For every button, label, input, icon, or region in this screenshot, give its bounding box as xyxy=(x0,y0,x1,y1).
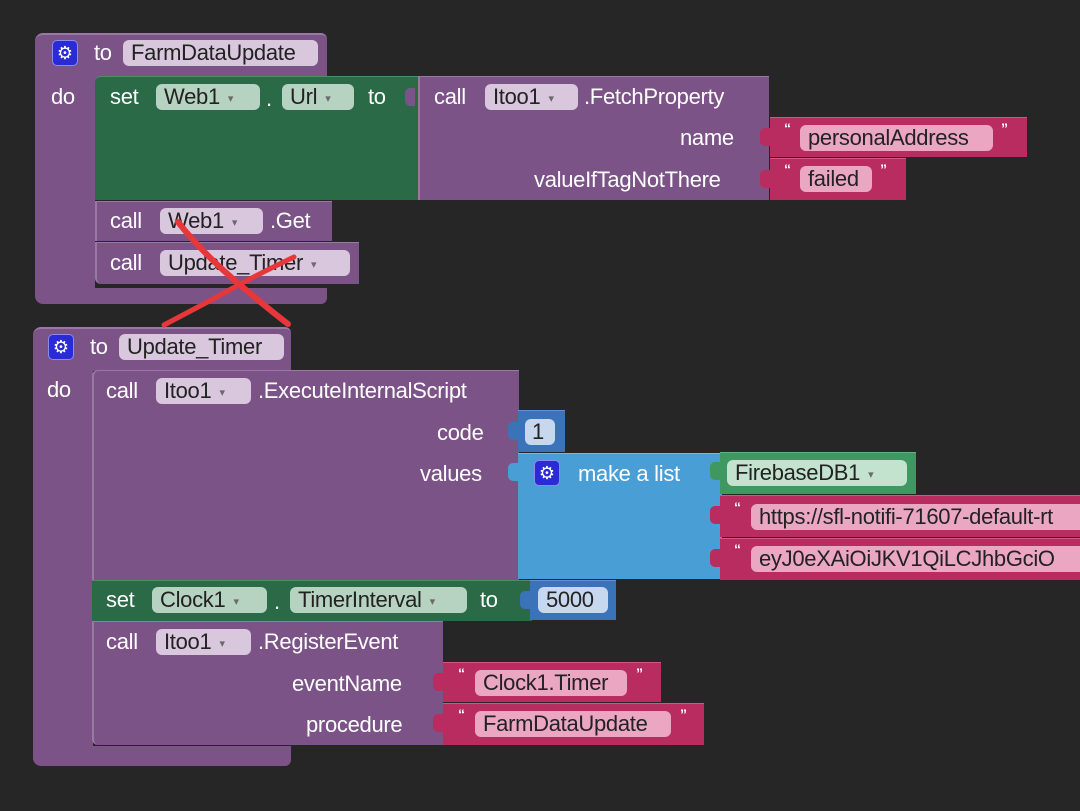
number-value[interactable]: 5000 xyxy=(538,587,608,613)
socket-notch xyxy=(433,673,443,691)
component-dropdown-firebasedb1[interactable]: FirebaseDB1▾ xyxy=(727,460,907,486)
string-value[interactable]: Clock1.Timer xyxy=(475,670,627,696)
string-value[interactable]: https://sfl-notifi-71607-default-rt xyxy=(751,504,1080,530)
string-value[interactable]: failed xyxy=(800,166,872,192)
dropdown-arrow-icon: ▾ xyxy=(231,217,238,229)
keyword-to: to xyxy=(368,84,386,109)
string-value[interactable]: personalAddress xyxy=(800,125,993,151)
socket-notch xyxy=(433,714,443,732)
socket-notch xyxy=(710,506,720,524)
method-name: .ExecuteInternalScript xyxy=(258,378,467,403)
keyword-to: to xyxy=(90,334,108,359)
component-dropdown-clock1[interactable]: Clock1▾ xyxy=(152,587,267,613)
dropdown-arrow-icon: ▾ xyxy=(233,596,239,608)
open-quote-icon: “ xyxy=(734,541,741,557)
socket-notch xyxy=(710,462,720,480)
dropdown-arrow-icon: ▾ xyxy=(310,259,317,271)
component-dropdown-web1[interactable]: Web1▾ xyxy=(156,84,260,110)
arg-label-eventname: eventName xyxy=(292,671,402,696)
dropdown-arrow-icon: ▾ xyxy=(227,93,234,105)
dot-separator: . xyxy=(274,589,280,614)
make-a-list-label: make a list xyxy=(578,461,680,486)
socket-notch xyxy=(710,549,720,567)
close-quote-icon: ” xyxy=(636,665,643,681)
arg-label-values: values xyxy=(420,461,482,486)
keyword-set: set xyxy=(106,587,135,612)
dropdown-arrow-icon: ▾ xyxy=(219,638,225,650)
call-itoo1-registerevent-block[interactable] xyxy=(92,621,443,745)
keyword-call: call xyxy=(434,84,466,109)
method-name: .RegisterEvent xyxy=(258,629,399,654)
socket-notch xyxy=(405,88,415,106)
close-quote-icon: ” xyxy=(680,706,687,722)
keyword-to: to xyxy=(480,587,498,612)
gear-icon[interactable]: ⚙ xyxy=(534,460,560,486)
keyword-do: do xyxy=(51,84,75,109)
arg-label-name: name xyxy=(680,125,734,150)
method-name: .FetchProperty xyxy=(584,84,725,109)
socket-notch xyxy=(508,463,518,481)
property-dropdown-url[interactable]: Url▾ xyxy=(282,84,354,110)
arg-label-code: code xyxy=(437,420,484,445)
procedure-name-field[interactable]: Update_Timer xyxy=(119,334,284,360)
keyword-call: call xyxy=(106,629,138,654)
socket-notch xyxy=(760,128,770,146)
socket-notch xyxy=(760,170,770,188)
call-itoo1-executeinternalscript-block[interactable] xyxy=(92,370,519,580)
keyword-call: call xyxy=(110,250,142,275)
component-dropdown-itoo1[interactable]: Itoo1▾ xyxy=(485,84,578,110)
keyword-do: do xyxy=(47,377,71,402)
close-quote-icon: ” xyxy=(1001,120,1008,136)
dropdown-arrow-icon: ▾ xyxy=(548,93,554,105)
dropdown-arrow-icon: ▾ xyxy=(219,387,225,399)
procedure-footer xyxy=(33,746,291,766)
arg-label-valueiftagnotthere: valueIfTagNotThere xyxy=(534,167,721,192)
open-quote-icon: “ xyxy=(458,665,465,681)
gear-icon[interactable]: ⚙ xyxy=(48,334,74,360)
keyword-set: set xyxy=(110,84,139,109)
component-dropdown-itoo1[interactable]: Itoo1▾ xyxy=(156,378,251,404)
string-value[interactable]: FarmDataUpdate xyxy=(475,711,671,737)
component-dropdown-web1[interactable]: Web1▾ xyxy=(160,208,263,234)
dropdown-arrow-icon: ▾ xyxy=(868,469,874,481)
component-dropdown-itoo1[interactable]: Itoo1▾ xyxy=(156,629,251,655)
number-value[interactable]: 1 xyxy=(525,419,555,445)
open-quote-icon: “ xyxy=(784,120,791,136)
open-quote-icon: “ xyxy=(458,706,465,722)
property-dropdown-timerinterval[interactable]: TimerInterval▾ xyxy=(290,587,467,613)
procedure-body-frame xyxy=(35,75,95,301)
call-itoo1-fetchproperty-block[interactable] xyxy=(418,76,769,200)
socket-notch xyxy=(520,591,530,609)
dropdown-arrow-icon: ▾ xyxy=(429,596,436,608)
procedure-name-field[interactable]: FarmDataUpdate xyxy=(123,40,318,66)
method-name: .Get xyxy=(270,208,311,233)
arg-label-procedure: procedure xyxy=(306,712,403,737)
keyword-call: call xyxy=(110,208,142,233)
socket-notch xyxy=(508,422,518,440)
gear-icon[interactable]: ⚙ xyxy=(52,40,78,66)
close-quote-icon: ” xyxy=(880,161,887,177)
dropdown-arrow-icon: ▾ xyxy=(325,93,331,105)
string-value[interactable]: eyJ0eXAiOiJKV1QiLCJhbGciO xyxy=(751,546,1080,572)
procedure-dropdown-update-timer[interactable]: Update_Timer▾ xyxy=(160,250,350,276)
open-quote-icon: “ xyxy=(784,161,791,177)
open-quote-icon: “ xyxy=(734,499,741,515)
keyword-call: call xyxy=(106,378,138,403)
procedure-footer xyxy=(35,288,327,304)
keyword-to: to xyxy=(94,40,112,65)
procedure-body-frame xyxy=(33,370,93,765)
dot-separator: . xyxy=(266,86,272,111)
